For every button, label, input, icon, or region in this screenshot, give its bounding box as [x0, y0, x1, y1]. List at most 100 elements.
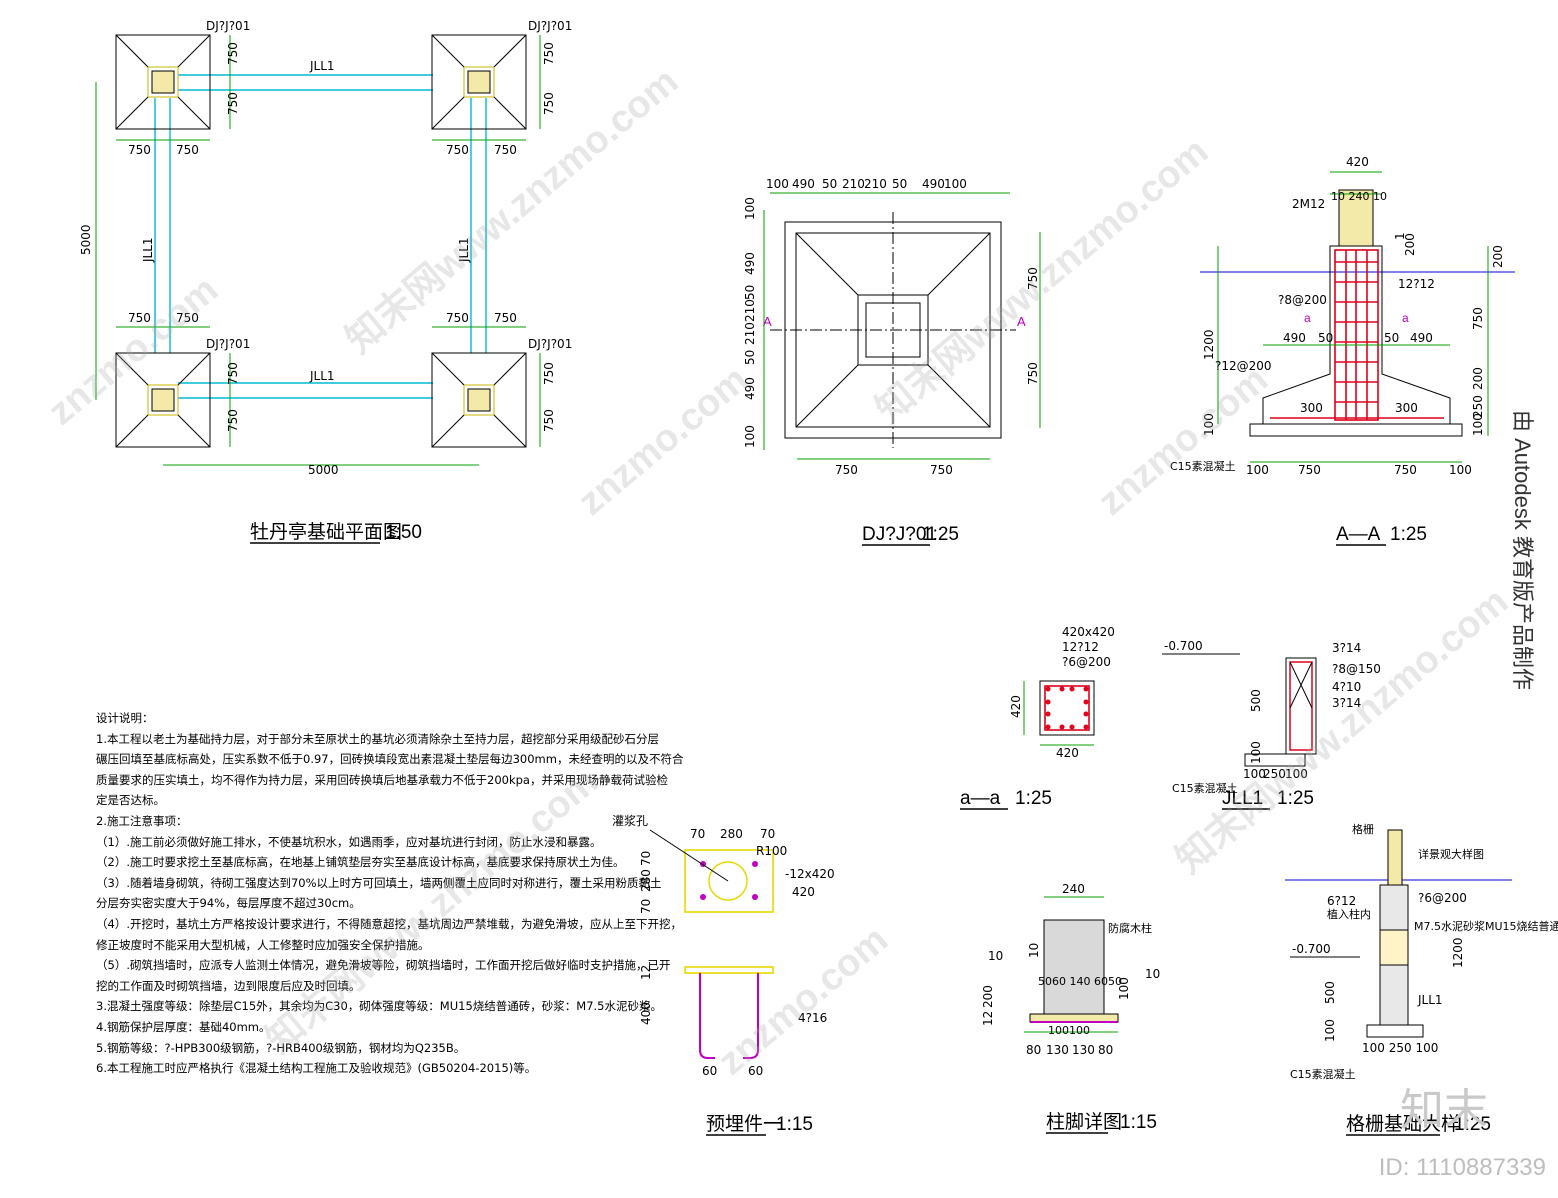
aa-main-rebar: 12?12: [1398, 277, 1435, 291]
notes-line: （2）.施工时要求挖土至基底标高，在地基上铺筑垫层夯实至基底设计标高，基底要求保…: [96, 855, 625, 870]
base-right-dim: 100: [1117, 977, 1131, 1000]
plan-title: 牡丹亭基础平面图: [250, 521, 402, 543]
a-scale: 1:25: [1015, 788, 1052, 809]
aa-right-dim-1: 200: [1491, 245, 1505, 268]
base-bottom-dim-3: 130: [1072, 1043, 1095, 1057]
embed-anchor: 4?16: [798, 1011, 827, 1025]
plan-footing-bl: [115, 352, 211, 448]
embed-hole-label: 灌浆孔: [612, 813, 648, 828]
embed-radius: R100: [756, 844, 787, 858]
aa-bottom-dim-4: 100: [1449, 463, 1472, 477]
jll1-scale: 1:25: [1277, 788, 1314, 809]
trellis-elev: -0.700: [1292, 942, 1331, 956]
base-slope-1: 10: [988, 949, 1003, 963]
embed-left-dim-1: 70: [639, 851, 653, 866]
aa-title: A—A: [1336, 524, 1381, 545]
notes-line: 定是否达标。: [96, 793, 165, 808]
footing-top-dim: 50: [822, 177, 837, 191]
plan-dim-v2: 750: [226, 92, 240, 115]
embed-top-dim-1: 70: [690, 827, 705, 841]
footing-bottom-dim-2: 750: [930, 463, 953, 477]
beam-label-right: JLL1: [457, 237, 471, 263]
plan-dim-v4: 750: [542, 92, 556, 115]
notes-lines: 1.本工程以老土为基础持力层，对于部分未至原状土的基坑必须清除杂土至持力层，超挖…: [96, 729, 683, 1079]
aa-bottom-dim-1: 100: [1246, 463, 1269, 477]
footing-bottom-dim-1: 750: [835, 463, 858, 477]
a-spec-1: 420x420: [1062, 625, 1115, 639]
footing-top-dim: 100: [766, 177, 789, 191]
notes-line: 分层夯实密实度大于94%，每层厚度不超过30cm。: [96, 896, 361, 911]
section-aa: 420 10 240 10 2M12 12?12 ?8@200 ?12@200 …: [1170, 155, 1515, 546]
aa-inner-dim-2: 50: [1318, 331, 1333, 345]
jll1-dim-v1: 500: [1249, 689, 1263, 712]
aa-top-dim: 420: [1346, 155, 1369, 169]
design-notes: 设计说明： 1.本工程以老土为基础持力层，对于部分未至原状土的基坑必须清除杂土至…: [96, 708, 683, 1079]
notes-heading: 设计说明：: [96, 711, 154, 725]
footing-left-dim: 50: [743, 285, 757, 300]
aa-left-small: 100: [1202, 413, 1216, 436]
footing-top-dim: 490: [792, 177, 815, 191]
plan-dim-750h: 750: [494, 311, 517, 325]
plan-dim-v7: 750: [542, 362, 556, 385]
aa-bottom-dim-2: 750: [1298, 463, 1321, 477]
embed-bottom-dim-1: 60: [702, 1064, 717, 1078]
plan-dim-750f: 750: [176, 311, 199, 325]
embed-bottom-dim-2: 60: [748, 1064, 763, 1078]
plan-dim-v5: 750: [226, 362, 240, 385]
embed-top-dim-2: 280: [720, 827, 743, 841]
aa-extra-dim-1: 1: [1393, 232, 1407, 240]
beam-label-bottom: JLL1: [309, 369, 335, 383]
base-wood: 防腐木柱: [1108, 921, 1152, 935]
aa-bolt: 2M12: [1292, 197, 1325, 211]
a-title: a—a: [960, 788, 1001, 809]
plan-view: DJ?J?01 DJ?J?01 DJ?J?01 DJ?J?01 JLL1 JLL…: [79, 19, 572, 544]
footing-right-dim-1: 750: [1026, 267, 1040, 290]
base-bottom-inner: 100100: [1048, 1024, 1090, 1037]
notes-line: 2.施工注意事项：: [96, 813, 188, 828]
jll1-dim-h3: 100: [1285, 767, 1308, 781]
jll1-rebar-4: 3?14: [1332, 696, 1361, 710]
embed-plate-width: 420: [792, 885, 815, 899]
autodesk-side-text: 由 Autodesk 教育版产品制作: [1510, 410, 1535, 690]
notes-line: 6.本工程施工时应严格执行《混凝土结构工程施工及验收规范》(GB50204-20…: [96, 1061, 537, 1076]
a-spec-2: 12?12: [1062, 640, 1099, 654]
plan-dim-750g: 750: [446, 311, 469, 325]
a-dim-h: 420: [1056, 746, 1079, 760]
aa-pad-dim-2: 300: [1395, 401, 1418, 415]
embed-plate: 灌浆孔 R100 -12x420 420 70 280 70 70 280 70…: [612, 813, 835, 1136]
aa-concrete: C15素混凝土: [1170, 459, 1236, 473]
plan-footing-tr: [431, 34, 527, 130]
trellis-beam-note: 详景观大样图: [1418, 847, 1484, 861]
embed-left-dim-2: 280: [639, 869, 653, 892]
footing-left-dim: 100: [743, 197, 757, 220]
notes-line: 质量要求的压实填土，均不得作为持力层，采用回砖换填后地基承载力不低于200kpa…: [96, 772, 668, 787]
aa-right-dim-5: 100: [1471, 413, 1485, 436]
plan-dim-750d: 750: [494, 143, 517, 157]
image-id: ID: 1110887339: [1378, 1154, 1546, 1181]
jll1-title: JLL1: [1222, 788, 1263, 809]
base-scale: 1:15: [1120, 1112, 1157, 1133]
aa-base-rebar: ?12@200: [1215, 359, 1272, 373]
trellis-dim-v1: 1200: [1451, 937, 1465, 968]
footing-label-tr: DJ?J?01: [528, 19, 572, 33]
jll1-rebar-1: 3?14: [1332, 641, 1361, 655]
footing-left-dim: 210: [743, 322, 757, 345]
column-base: 240 防腐木柱 10 10 5060 140 6050 10 200 12 1…: [981, 882, 1160, 1134]
trellis-title: 格栅基础大样: [1346, 1113, 1460, 1135]
plan-dim-v8: 750: [542, 409, 556, 432]
embed-plate-spec: -12x420: [785, 867, 835, 881]
trellis-rebar-note: 植入柱内: [1327, 907, 1371, 921]
embed-top-dim-3: 70: [760, 827, 775, 841]
base-side-dim-3: 12: [981, 1011, 995, 1026]
plan-dim-750b: 750: [176, 143, 199, 157]
jll1-dim-v2: 100: [1249, 741, 1263, 764]
notes-line: （4）.开挖时，基坑土方严格按设计要求进行，不得随意超挖，基坑周边严禁堆载，为避…: [96, 916, 682, 931]
section-mark-a-left: A: [763, 314, 772, 329]
notes-line: 1.本工程以老土为基础持力层，对于部分未至原状土的基坑必须清除杂土至持力层，超挖…: [96, 731, 659, 746]
aa-col-dims: 10 240 10: [1331, 190, 1387, 203]
footing-top-dim: 210: [842, 177, 865, 191]
aa-scale: 1:25: [1390, 524, 1427, 545]
